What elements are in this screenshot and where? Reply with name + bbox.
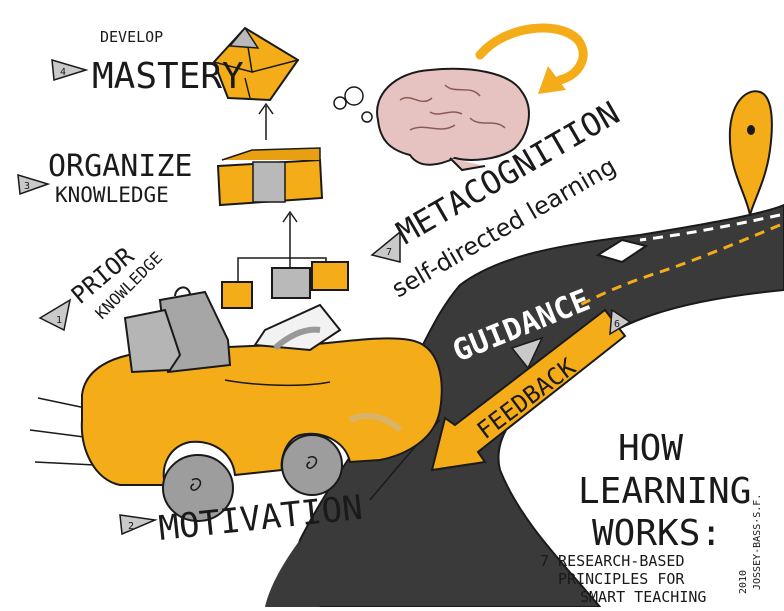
metacognition-step: 7	[386, 247, 392, 258]
curved-arrow-icon	[475, 23, 588, 94]
car-icon	[29, 303, 443, 522]
title-learning: LEARNING	[578, 471, 751, 512]
guidance-marker-icon	[510, 336, 544, 370]
title-sub-1: 7 RESEARCH-BASED	[540, 552, 685, 570]
feedback-arrow-icon	[430, 308, 627, 472]
thought-bubble-icon	[333, 86, 373, 123]
organize-line-2: KNOWLEDGE	[55, 183, 169, 207]
title-sub-3: SMART TEACHING	[580, 588, 706, 606]
mastery-label-big: MASTERY	[92, 56, 244, 97]
credit-line-2: 2010	[738, 570, 749, 594]
motivation-step: 2	[128, 521, 134, 532]
organized-blocks-icon	[216, 102, 324, 207]
pyramid-icon	[212, 26, 300, 102]
title-sub-2: PRINCIPLES FOR	[558, 570, 685, 588]
diamond-icon	[595, 238, 649, 264]
brain-icon	[376, 67, 530, 172]
organize-line-1: ORGANIZE	[48, 149, 193, 184]
title-works: WORKS:	[592, 513, 722, 554]
title-how: HOW	[618, 428, 683, 469]
feedback-step: 6	[614, 319, 620, 330]
mastery-label-small: DEVELOP	[100, 28, 163, 46]
prior-step: 1	[56, 315, 62, 326]
credit-line-1: JOSSEY-BASS·S.F.	[752, 494, 763, 590]
suitcase-icon	[123, 286, 232, 374]
mastery-step: 4	[60, 67, 66, 78]
triangle-marker-icon	[17, 58, 632, 536]
map-pin-icon	[728, 90, 773, 216]
block-stack-icon	[221, 210, 349, 309]
road-icon	[265, 203, 784, 608]
organize-step: 3	[24, 181, 30, 192]
